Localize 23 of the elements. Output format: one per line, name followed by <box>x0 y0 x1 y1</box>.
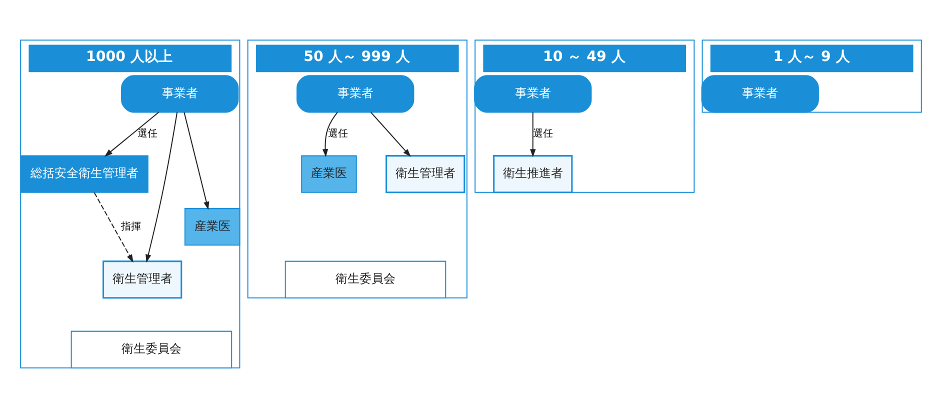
node-box: 衛生委員会 <box>284 260 446 298</box>
arrow <box>322 111 338 157</box>
node-box: 事業者 <box>121 74 239 112</box>
edge-label: 選任 <box>328 128 348 140</box>
node-box: 衛生推進者 <box>493 154 573 193</box>
node-box: 事業者 <box>296 74 414 112</box>
node-box: 産業医 <box>184 208 240 246</box>
node-box: 衛生委員会 <box>70 330 232 368</box>
node-box: 衛生管理者 <box>102 260 182 298</box>
edge-label: 選任 <box>137 128 158 140</box>
arrow <box>184 112 210 210</box>
arrow <box>146 112 178 262</box>
edge-label: 選任 <box>533 128 554 140</box>
arrow <box>530 112 536 157</box>
node-box: 衛生管理者 <box>386 154 466 193</box>
node-box: 事業者 <box>474 74 592 112</box>
arrow <box>94 192 134 262</box>
node-box: 事業者 <box>701 74 819 112</box>
arrow <box>370 111 411 156</box>
edge-label: 指揮 <box>121 220 142 232</box>
node-box: 産業医 <box>301 154 357 192</box>
arrow <box>104 111 160 156</box>
node-box: 総括安全衛生管理者 <box>20 154 148 192</box>
